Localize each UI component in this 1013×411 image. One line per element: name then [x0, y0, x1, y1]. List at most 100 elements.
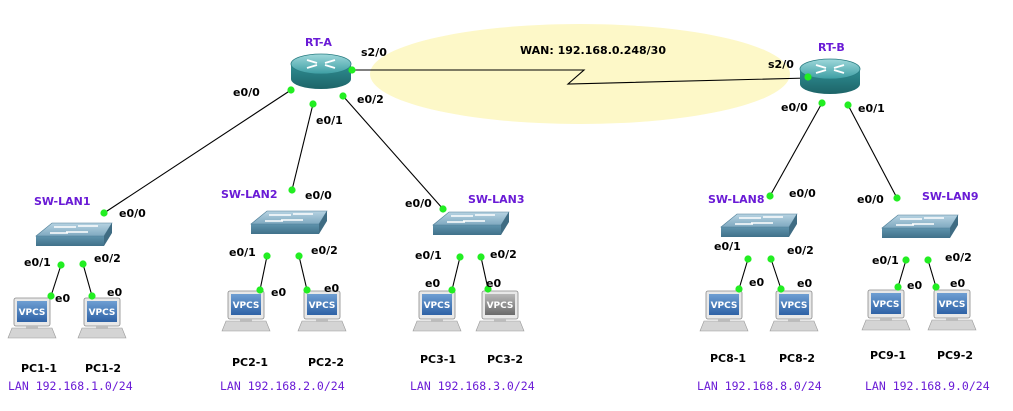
lan-label-lan1: LAN 192.168.1.0/24 [8, 379, 133, 393]
iface-label-rta-e0-0: e0/0 [233, 86, 260, 99]
switch-top [881, 214, 959, 229]
link-line [847, 104, 898, 199]
switch-arrows-icon [447, 214, 495, 223]
link-sw1-pc11 [50, 264, 62, 297]
iface-label-sw8-e0-1: e0/1 [714, 240, 741, 253]
link-line [480, 256, 489, 290]
router-label: RT-A [305, 36, 332, 49]
router-label: RT-B [818, 41, 845, 54]
switch-sw-lan8[interactable] [720, 213, 798, 237]
pc-pc8-1[interactable]: VPCS [699, 290, 749, 332]
router-rt-a[interactable] [290, 53, 352, 89]
switch-body [433, 225, 501, 235]
port-dot-pc82 [777, 285, 785, 293]
link-sw3-pc31 [451, 256, 461, 291]
iface-label-rta-e0-2: e0/2 [357, 93, 384, 106]
vpcs-icon-text: VPCS [19, 308, 46, 318]
keyboard [769, 320, 819, 332]
pc-label: PC1-1 [21, 362, 57, 375]
link-sw1-pc12 [82, 263, 93, 297]
switch-arrows-icon [50, 225, 98, 234]
link-line [451, 256, 461, 291]
port-dot-pc22 [303, 286, 311, 294]
iface-label-sw9-e0-0: e0/0 [857, 193, 884, 206]
switch-sw-lan3[interactable] [432, 211, 510, 235]
iface-label-sw2-e0-0: e0/0 [305, 189, 332, 202]
link-sw8-pc81 [738, 258, 749, 290]
port-dot-sw9 [893, 194, 901, 202]
monitor-screen [87, 301, 117, 322]
monitor-screen [231, 294, 261, 315]
iface-label-rtb-e0-1: e0/1 [858, 102, 885, 115]
port-dot-sw9 [924, 256, 932, 264]
link-line [298, 255, 308, 291]
router-rt-b[interactable] [799, 58, 861, 94]
switch-body [882, 228, 950, 238]
switch-label: SW-LAN9 [922, 190, 979, 203]
switch-body [36, 236, 104, 246]
pc-label: PC9-2 [937, 349, 973, 362]
monitor-stand [946, 318, 958, 321]
port-dot-sw3 [439, 205, 447, 213]
iface-label-rtb-s2-0: s2/0 [768, 58, 794, 71]
pc-pc3-1[interactable]: VPCS [412, 290, 462, 332]
link-line [770, 258, 782, 290]
link-rtb-sw9 [847, 104, 898, 199]
port-dot-rta [309, 100, 317, 108]
port-dot-sw1 [100, 209, 108, 217]
switch-body [721, 227, 789, 237]
iface-label-sw8-e0-2: e0/2 [787, 244, 814, 257]
link-line [927, 259, 937, 288]
iface-label-pc91-e0: e0 [907, 279, 922, 292]
port-dot-sw8 [766, 192, 774, 200]
pc-pc1-2[interactable]: VPCS [77, 297, 127, 339]
pc-pc1-1[interactable]: VPCS [7, 297, 57, 339]
switch-sw-lan9[interactable] [881, 214, 959, 238]
port-dot-pc92 [932, 283, 940, 291]
iface-label-pc81-e0: e0 [749, 276, 764, 289]
switch-arrows-icon [265, 213, 313, 222]
switch-body [251, 224, 319, 234]
port-dot-rtb [818, 99, 826, 107]
pc-label: PC8-1 [710, 352, 746, 365]
lan-label-lan8: LAN 192.168.8.0/24 [697, 379, 822, 393]
port-dot-sw9 [902, 256, 910, 264]
switch-sw-lan1[interactable] [35, 222, 113, 246]
iface-label-pc32-e0: e0 [486, 277, 501, 290]
router-arrows-icon [815, 64, 845, 74]
port-dot-pc21 [256, 286, 264, 294]
port-dot-pc11 [47, 292, 55, 300]
pc-label: PC2-1 [232, 356, 268, 369]
pc-label: PC1-2 [85, 362, 121, 375]
switch-side [104, 223, 112, 246]
pc-pc8-2[interactable]: VPCS [769, 290, 819, 332]
pc-pc9-1[interactable]: VPCS [861, 289, 911, 331]
link-rta-sw1 [103, 89, 292, 214]
switch-top [720, 213, 798, 228]
link-line [103, 89, 292, 214]
monitor-stand [788, 319, 800, 322]
iface-label-sw3-e0-0: e0/0 [405, 197, 432, 210]
keyboard [221, 320, 271, 332]
link-sw9-pc92 [927, 259, 937, 288]
pc-pc3-2[interactable]: VPCS [475, 290, 525, 332]
link-rta-sw2 [291, 103, 314, 191]
monitor-stand [718, 319, 730, 322]
pc-pc2-2[interactable]: VPCS [297, 290, 347, 332]
link-sw2-pc21 [259, 255, 268, 291]
keyboard [77, 327, 127, 339]
iface-label-sw3-e0-1: e0/1 [415, 249, 442, 262]
pc-pc2-1[interactable]: VPCS [221, 290, 271, 332]
link-sw9-pc91 [897, 259, 907, 288]
pc-pc9-2[interactable]: VPCS [927, 289, 977, 331]
monitor-screen [779, 294, 809, 315]
port-dot-sw3 [477, 253, 485, 261]
iface-label-sw1-e0-1: e0/1 [24, 256, 51, 269]
iface-label-sw8-e0-0: e0/0 [789, 187, 816, 200]
switch-sw-lan2[interactable] [250, 210, 328, 234]
keyboard [699, 320, 749, 332]
switch-side [950, 215, 958, 238]
pc-label: PC9-1 [870, 349, 906, 362]
port-dot-sw2 [288, 186, 296, 194]
